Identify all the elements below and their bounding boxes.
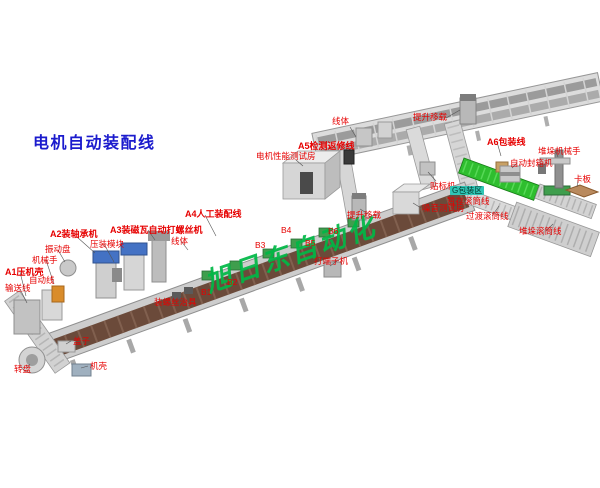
- bin-b1: [201, 270, 214, 281]
- lift-transfer-mid: [351, 193, 367, 221]
- stacking-roller-conveyor: [507, 201, 600, 258]
- a1-press-station: [4, 259, 92, 377]
- inspection-station-box: [377, 121, 393, 139]
- motor-test-room: [281, 149, 355, 200]
- a1-robot-arm: [51, 285, 65, 303]
- hmi-panel: [343, 149, 355, 165]
- lift-transfer-top: [459, 94, 477, 125]
- leader-lines: [19, 109, 579, 369]
- page-title: 电机自动装配线: [33, 135, 156, 152]
- press-module: [112, 268, 122, 282]
- line-bins: [201, 217, 360, 281]
- casing-parts-box: [71, 363, 92, 377]
- pallet: [564, 184, 600, 198]
- test-room-door: [300, 172, 313, 194]
- bin-b2: [229, 260, 242, 271]
- a2-bearing-machine: [92, 250, 120, 299]
- terminal-machine: [323, 261, 342, 278]
- screw-fixtures: [172, 287, 193, 299]
- labeling-machine: [419, 161, 436, 176]
- repair-station-box: [355, 127, 373, 147]
- noise-test-room: [391, 183, 432, 215]
- a1-cabinet: [13, 299, 41, 335]
- cover-parts-box: [57, 340, 76, 353]
- bin-b5: [318, 227, 331, 238]
- turntable-center: [26, 354, 38, 366]
- carton-sealing-machine: [499, 165, 521, 183]
- a3-screw-machine: [120, 231, 170, 291]
- bin-b4: [290, 238, 303, 249]
- bin-b3: [262, 248, 275, 259]
- vibration-bowl: [59, 259, 77, 277]
